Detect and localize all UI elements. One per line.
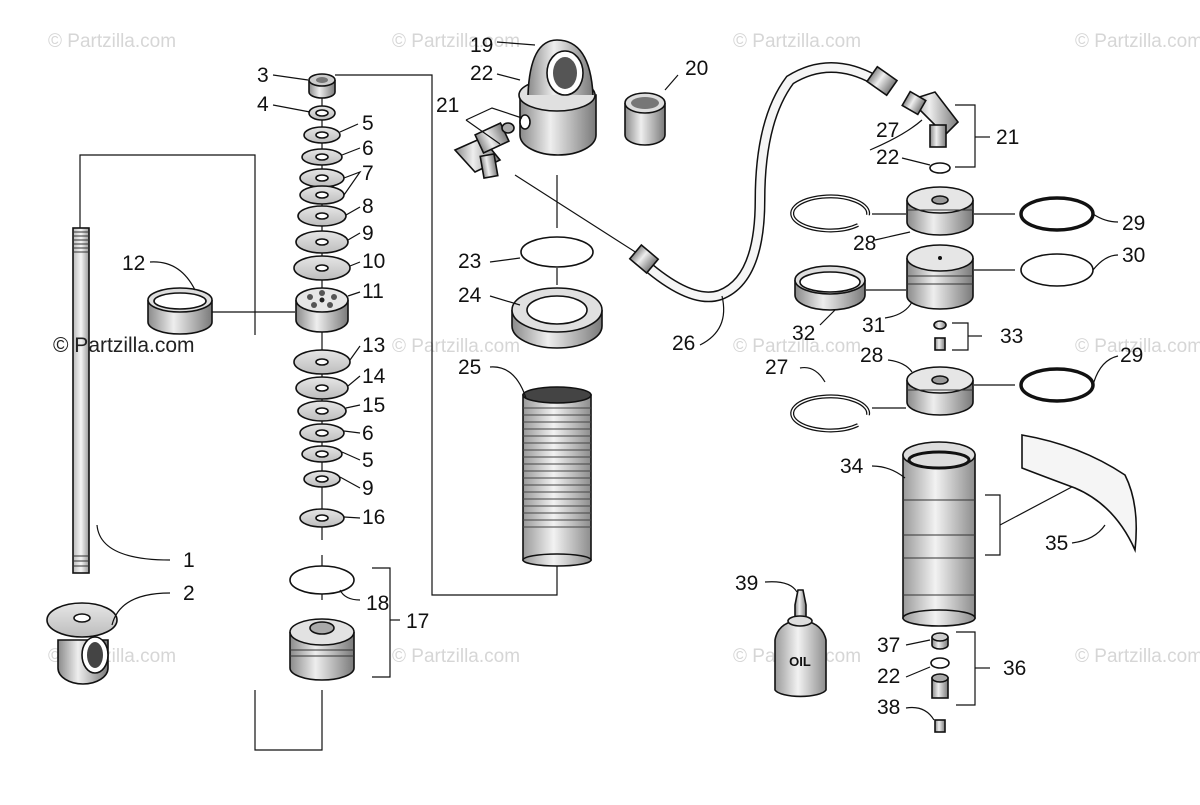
bushing-20 (624, 92, 666, 146)
o-ring (520, 236, 594, 268)
o-ring-30 (1020, 253, 1094, 287)
reservoir-head (518, 39, 597, 156)
watermark: © Partzilla.com (392, 336, 520, 357)
callout-9b: 9 (362, 477, 374, 500)
seal-ring-lower (1019, 367, 1095, 403)
wear-band (794, 265, 866, 311)
callout-22b: 22 (876, 146, 899, 169)
callout-26: 26 (672, 332, 695, 355)
callout-17: 17 (406, 610, 429, 633)
callout-25: 25 (458, 356, 481, 379)
assembly-lines-left (79, 74, 641, 751)
watermark: © Partzilla.com (1075, 31, 1200, 52)
valve-stack (289, 73, 355, 681)
callout-32: 32 (792, 322, 815, 345)
oil-bottle: OIL (774, 589, 827, 698)
watermark-callout: © Partzilla.com (53, 334, 195, 357)
leader-lines-stack (96, 74, 400, 678)
watermark: © Partzilla.com (392, 31, 520, 52)
callout-8: 8 (362, 195, 374, 218)
callout-6: 6 (362, 137, 374, 160)
callout-22c: 22 (877, 665, 900, 688)
o-ring-small (929, 162, 951, 174)
callout-34: 34 (840, 455, 864, 478)
floating-piston-middle (906, 244, 974, 310)
seal-ring (1019, 196, 1095, 232)
screw-small (934, 337, 946, 351)
callout-14: 14 (362, 365, 386, 388)
oil-label: OIL (789, 654, 811, 669)
callout-35: 35 (1045, 532, 1068, 555)
piston-rod (72, 227, 90, 574)
callout-29b: 29 (1120, 344, 1143, 367)
callout-13: 13 (362, 334, 385, 357)
callout-7: 7 (362, 162, 374, 185)
reservoir-hose (628, 62, 899, 303)
reservoir-body (902, 441, 976, 627)
callout-18: 18 (366, 592, 389, 615)
callout-27b: 27 (765, 356, 788, 379)
floating-piston-lower (906, 366, 974, 416)
floating-piston-top (906, 186, 974, 236)
callout-27: 27 (876, 119, 899, 142)
callout-30: 30 (1122, 244, 1145, 267)
callout-numbers: 1 2 3 4 5 6 7 8 9 10 11 12 13 14 15 6 5 … (122, 34, 1145, 719)
callout-21: 21 (436, 94, 459, 117)
watermark: © Partzilla.com (392, 646, 520, 667)
callout-12: 12 (122, 252, 145, 275)
watermark-layer: © Partzilla.com © Partzilla.com © Partzi… (48, 31, 1200, 667)
callout-10: 10 (362, 250, 385, 273)
shock-body (522, 386, 592, 567)
reservoir-decal (1021, 434, 1138, 554)
callout-23: 23 (458, 250, 481, 273)
spring-collar (511, 287, 603, 349)
callout-37: 37 (877, 634, 900, 657)
elbow-fitting-left (453, 121, 515, 179)
watermark: © Partzilla.com (733, 31, 861, 52)
callout-19: 19 (470, 34, 493, 57)
callout-5b: 5 (362, 449, 374, 472)
rod-eyelet (46, 602, 118, 685)
callout-38: 38 (877, 696, 900, 719)
callout-29: 29 (1122, 212, 1145, 235)
callout-39: 39 (735, 572, 758, 595)
watermark: © Partzilla.com (1075, 646, 1200, 667)
watermark: © Partzilla.com (48, 31, 176, 52)
callout-3: 3 (257, 64, 269, 87)
callout-9: 9 (362, 222, 374, 245)
callout-36: 36 (1003, 657, 1026, 680)
callout-33: 33 (1000, 325, 1023, 348)
callout-21b: 21 (996, 126, 1019, 149)
elbow-fitting-right (901, 90, 960, 148)
bushing-ring (147, 287, 213, 335)
callout-20: 20 (685, 57, 708, 80)
callout-6b: 6 (362, 422, 374, 445)
watermark: © Partzilla.com (733, 336, 861, 357)
callout-5: 5 (362, 112, 374, 135)
callout-22: 22 (470, 62, 493, 85)
callout-28b: 28 (860, 344, 883, 367)
schrader-valve-parts (930, 632, 950, 733)
callout-2: 2 (183, 582, 195, 605)
callout-24: 24 (458, 284, 482, 307)
callout-11: 11 (362, 280, 384, 303)
callout-15: 15 (362, 394, 385, 417)
callout-1: 1 (183, 549, 195, 572)
washer-small (933, 320, 947, 330)
callout-16: 16 (362, 506, 385, 529)
watermark: © Partzilla.com (1075, 336, 1200, 357)
callout-31: 31 (862, 314, 885, 337)
callout-4: 4 (257, 93, 269, 116)
callout-28: 28 (853, 232, 876, 255)
